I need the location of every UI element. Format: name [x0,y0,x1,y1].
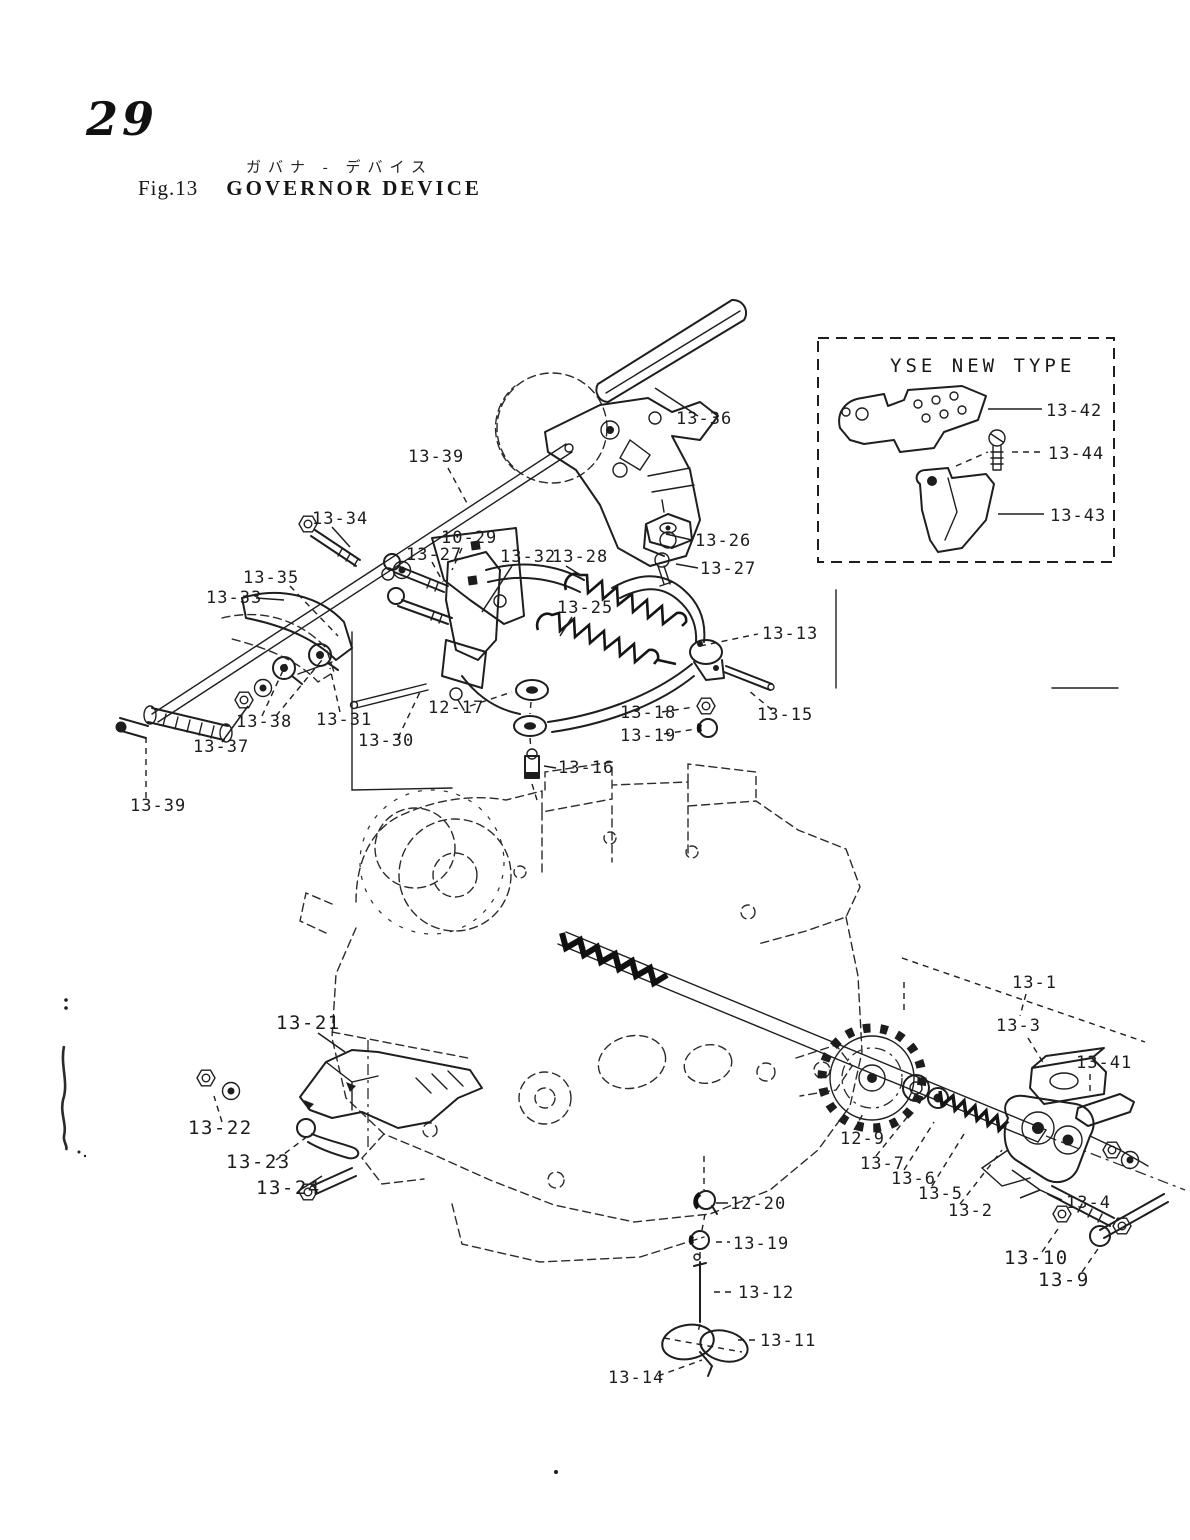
part-label-13-19-b: 13-19 [733,1234,789,1254]
page-number: 29 [86,92,159,146]
part-label-13-37: 13-37 [193,737,249,757]
inset-title: YSE NEW TYPE [890,355,1075,377]
part-label-13-9: 13-9 [1038,1269,1090,1291]
part-label-13-43: 13-43 [1050,506,1106,526]
inset-box: YSE NEW TYPE [817,337,1119,689]
part-label-13-19: 13-19 [620,726,676,746]
part-label-13-39-b: 13-39 [130,796,186,816]
part-label-13-44: 13-44 [1048,444,1104,464]
figure-title: GOVERNOR DEVICE [226,176,482,200]
part-label-13-31: 13-31 [316,710,372,730]
part-label-13-33: 13-33 [206,588,262,608]
part-label-13-30: 13-30 [358,731,414,751]
inset-screw-13-44 [988,429,1006,471]
leader-lines [145,387,1101,1377]
part-label-13-21: 13-21 [276,1012,341,1034]
part-label-13-6: 13-6 [891,1169,936,1189]
governor-lever-assembly [494,298,748,567]
part-label-12-17: 12-17 [428,698,484,718]
stop-lever-assembly [196,1031,483,1201]
part-label-13-38: 13-38 [236,712,292,732]
part-label-13-11: 13-11 [760,1331,816,1351]
part-label-13-28: 13-28 [552,547,608,567]
part-label-13-16: 13-16 [558,758,614,778]
part-label-13-42: 13-42 [1046,401,1102,421]
part-label-13-27: 13-27 [406,545,462,565]
part-label-13-2: 13-2 [948,1201,993,1221]
scan-artifacts [61,998,558,1474]
part-labels: 13-36 13-39 13-34 10-29 13-27 13-32 13-2… [130,409,1132,1388]
part-label-13-22: 13-22 [188,1117,253,1139]
engine-block [299,761,863,1263]
part-label-13-14: 13-14 [608,1368,664,1388]
part-label-13-10: 13-10 [1004,1247,1069,1269]
figure-number: Fig.13 [138,176,199,200]
governor-rod [151,443,574,723]
part-label-13-3: 13-3 [996,1016,1041,1036]
part-label-13-1: 13-1 [1012,973,1057,993]
part-label-13-35: 13-35 [243,568,299,588]
detent-plates [221,591,453,791]
part-label-13-24: 13-24 [256,1177,321,1199]
part-label-12-9: 12-9 [840,1129,885,1149]
part-label-13-36: 13-36 [676,409,732,429]
part-label-13-26: 13-26 [695,531,751,551]
figure-title-japanese: ガバナ - デバイス [246,160,434,176]
part-label-13-27-b: 13-27 [700,559,756,579]
part-label-13-5: 13-5 [918,1184,963,1204]
part-label-13-39: 13-39 [408,447,464,467]
inset-bracket-13-43 [915,451,995,553]
governor-shaft-assembly [557,931,1186,1247]
cable-assembly [115,643,339,743]
part-label-13-15: 13-15 [757,705,813,725]
figure-caption: Fig.13 GOVERNOR DEVICE [138,176,482,201]
part-label-13-25: 13-25 [557,598,613,618]
bell-crank-assembly [298,499,775,801]
part-label-13-32: 13-32 [500,547,556,567]
bottom-center-parts [661,1156,749,1377]
part-label-12-20: 12-20 [730,1194,786,1214]
part-label-13-41: 13-41 [1076,1053,1132,1073]
part-label-10-29: 10-29 [441,528,497,548]
inset-bracket-13-42 [838,385,987,453]
part-label-13-12: 13-12 [738,1283,794,1303]
part-label-13-23: 13-23 [226,1151,291,1173]
part-label-13-13: 13-13 [762,624,818,644]
part-label-13-18: 13-18 [620,703,676,723]
part-label-13-34: 13-34 [312,509,368,529]
part-label-13-7: 13-7 [860,1154,905,1174]
part-label-13-4: 13-4 [1066,1193,1111,1213]
